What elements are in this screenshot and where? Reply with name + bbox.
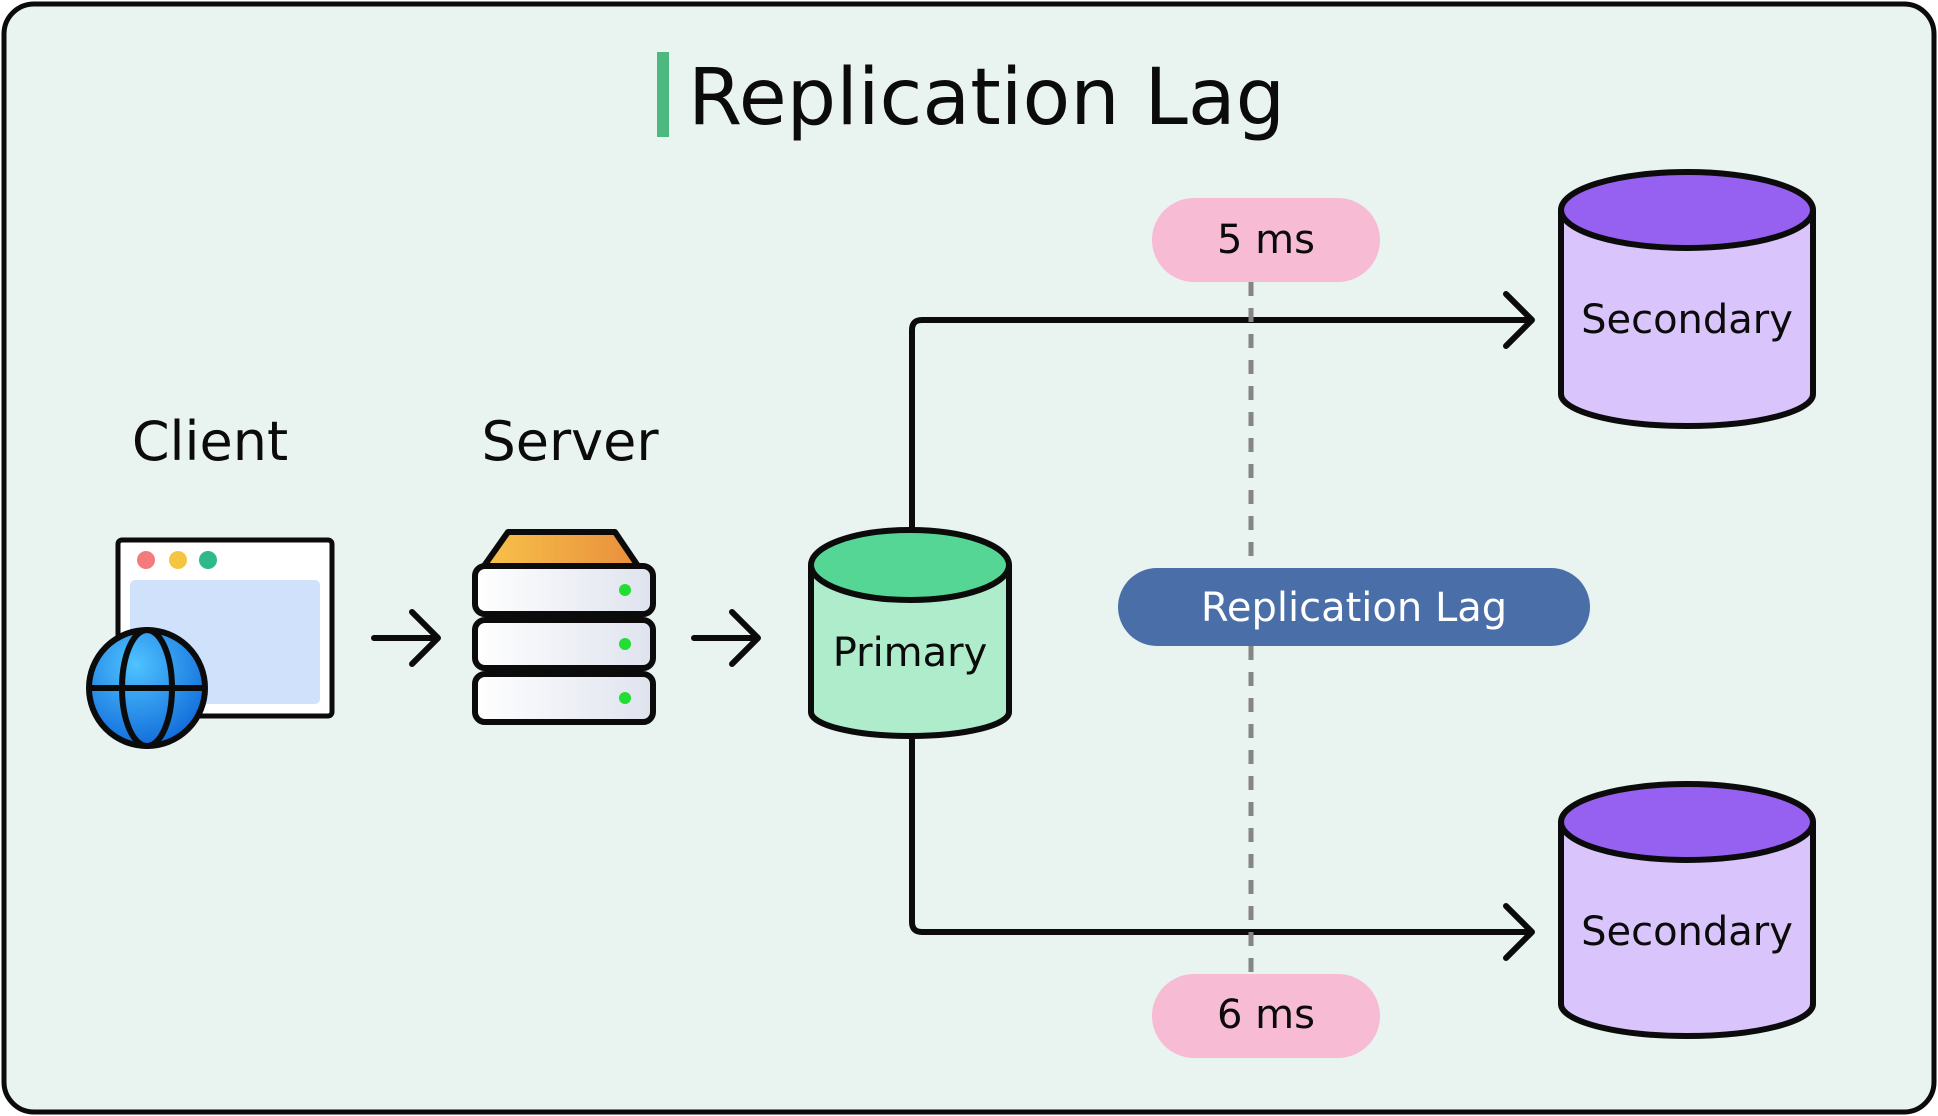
latency-pill-bottom: [1152, 974, 1380, 1058]
server-label: Server: [481, 410, 659, 473]
arrow-client-to-server: [371, 609, 441, 667]
title-accent-bar: [657, 52, 669, 137]
client-label: Client: [132, 410, 288, 473]
latency-bottom-label: 6 ms: [1217, 992, 1315, 1038]
server-icon: [472, 529, 656, 725]
secondary-bottom-label: Secondary: [1581, 909, 1793, 955]
secondary-top-label: Secondary: [1581, 297, 1793, 343]
replication-lag-label: Replication Lag: [1201, 585, 1507, 631]
primary-database-icon: [808, 527, 1012, 739]
latency-pill-top: [1152, 198, 1380, 282]
replication-lag-pill: [1118, 568, 1590, 646]
page-title: Replication Lag: [688, 53, 1285, 143]
arrow-server-to-primary: [691, 609, 761, 667]
primary-label: Primary: [833, 630, 988, 676]
replication-paths: [909, 291, 1535, 961]
secondary-database-bottom-icon: [1558, 781, 1816, 1039]
globe-icon: [86, 627, 208, 749]
secondary-database-top-icon: [1558, 169, 1816, 429]
latency-top-label: 5 ms: [1217, 217, 1315, 263]
